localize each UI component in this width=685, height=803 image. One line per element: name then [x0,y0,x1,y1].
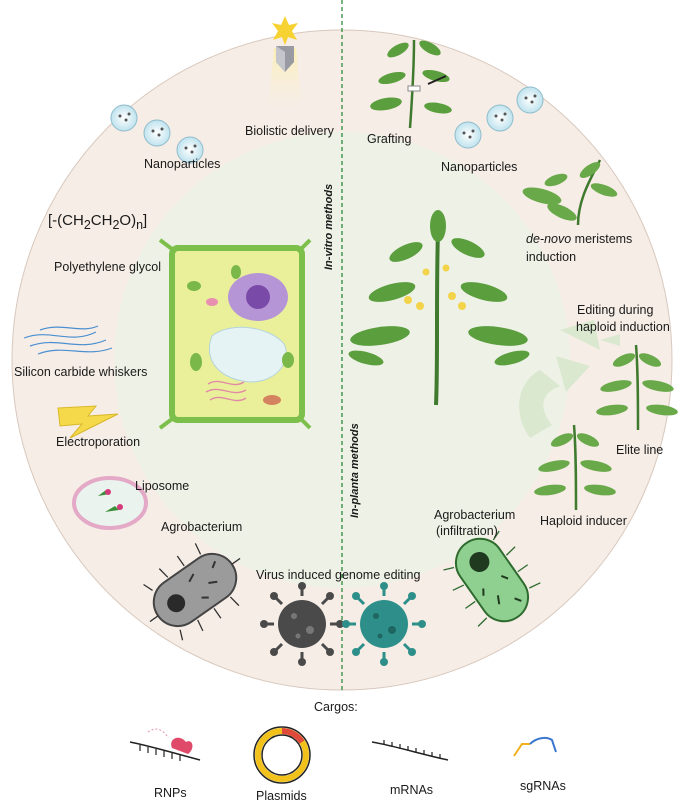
editing-haploid-label-line1: Editing during [577,303,654,317]
lightning-bolt-icon [57,405,119,439]
whiskers-icon [23,325,113,355]
nanoparticles-right-icon [454,86,544,149]
rnp-icon [129,728,201,761]
agrobacterium-right-label-line1: Agrobacterium [434,508,516,522]
agrobacterium-left-label: Agrobacterium [161,520,243,534]
virus-teal-icon [342,582,426,666]
haploid-inducer-plant-icon [534,424,616,511]
in-vitro-methods-label: In-vitro methods [323,183,335,270]
peg-formula-sub: 2 [83,218,91,232]
nanoparticles-right-label: Nanoparticles [441,160,518,174]
peg-label: Polyethylene glycol [54,260,162,274]
liposome-icon [72,476,148,530]
peg-formula-sub: 2 [112,218,120,232]
agrobacterium-right-label-line2: (infiltration) [436,524,498,538]
editing-haploid-label-line2: haploid induction [576,320,670,334]
grafting-label: Grafting [367,132,412,146]
cargo-sgrnas-label: sgRNAs [520,779,566,793]
biolistic-gun-icon [268,16,302,110]
denovo-label: de-novo meristems [526,232,632,246]
mrna-icon [371,740,449,761]
denovo-label-line2: induction [526,250,577,264]
plasmid-icon [253,726,311,784]
peg-formula: [-(CH2CH2O)n] [48,212,147,232]
virus-genome-editing-label: Virus induced genome editing [256,568,421,582]
agrobacterium-left-icon [143,543,241,641]
elite-line-plant-icon [596,344,678,431]
peg-formula-part: O) [119,212,137,229]
electroporation-label: Electroporation [56,435,141,449]
denovo-plant-icon [522,159,618,226]
agrobacterium-right-icon [443,530,541,627]
silicon-carbide-label: Silicon carbide whiskers [14,365,148,379]
nanoparticles-left-label: Nanoparticles [144,157,221,171]
cargo-plasmids-label: Plasmids [256,789,307,803]
cycle-arrow-icon [519,320,620,438]
in-planta-methods-label: In-planta methods [349,423,361,518]
cargo-rnps-label: RNPs [154,786,187,800]
peg-formula-part: CH [90,212,113,229]
liposome-label: Liposome [135,479,190,493]
biolistic-delivery-label: Biolistic delivery [245,124,334,138]
cargos-title: Cargos: [314,700,358,714]
cargo-mrnas-label: mRNAs [390,783,434,797]
denovo-rest: meristems [571,232,633,246]
sgrna-icon [513,736,557,757]
peg-formula-part: [-(CH [48,212,84,229]
main-plant-icon [348,210,530,406]
elite-line-label: Elite line [616,443,664,457]
nanoparticles-left-icon [110,104,204,164]
denovo-italic: de-novo [526,232,572,246]
grafting-plant-icon [370,39,452,129]
haploid-inducer-label: Haploid inducer [540,514,627,528]
virus-dark-icon [260,582,344,666]
peg-formula-part: ] [143,212,148,229]
peg-formula-sub: n [136,218,144,232]
plant-cell-icon [158,238,312,430]
